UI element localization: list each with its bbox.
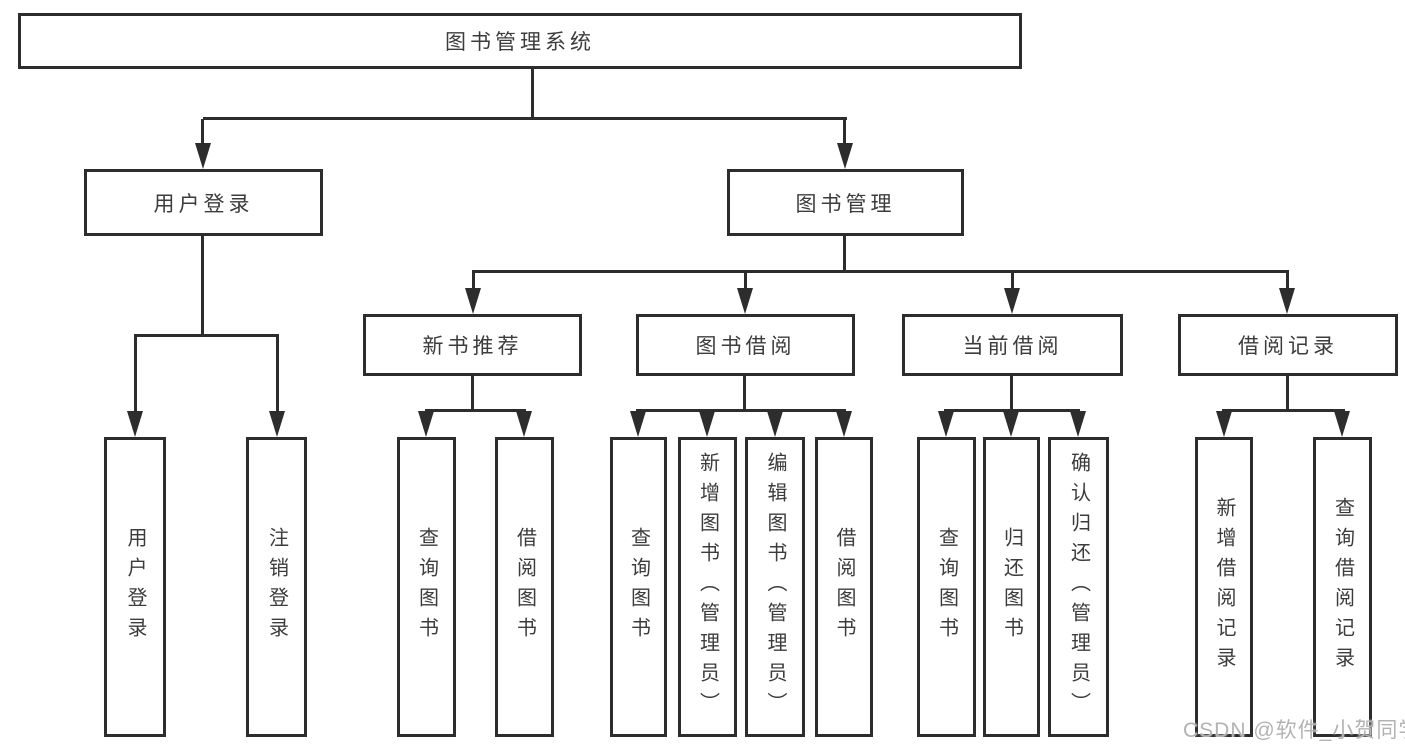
node-borrow-records: 借阅记录 <box>1178 314 1398 376</box>
arrowhead <box>1279 288 1295 314</box>
leaf-confirm-return-admin: 确认归还（管理员） <box>1048 437 1109 737</box>
leaf-borrow-query-books: 查询图书 <box>610 437 667 737</box>
arrowhead <box>127 411 143 437</box>
connector-stub <box>1011 272 1014 290</box>
connector-records-rail <box>1222 409 1345 412</box>
node-book-management-label: 图书管理 <box>795 192 896 216</box>
leaf-current-query-books: 查询图书 <box>917 437 976 737</box>
node-user-login: 用户登录 <box>84 169 323 236</box>
node-user-login-label: 用户登录 <box>153 192 254 216</box>
arrowhead <box>767 411 783 437</box>
connector-level3-rail <box>472 270 1289 273</box>
leaf-current-query-books-label: 查询图书 <box>935 527 958 647</box>
leaf-add-books-admin-label: 新增图书（管理员） <box>696 452 719 722</box>
connector-newbooks-drop <box>471 376 474 412</box>
leaf-newbooks-query-books: 查询图书 <box>397 437 456 737</box>
arrowhead <box>699 411 715 437</box>
arrowhead <box>737 288 753 314</box>
node-root-system: 图书管理系统 <box>18 13 1022 69</box>
connector-stub <box>1286 272 1289 290</box>
leaf-query-borrow-record: 查询借阅记录 <box>1313 437 1372 737</box>
connector-stub <box>134 336 137 413</box>
leaf-add-borrow-record: 新增借阅记录 <box>1195 437 1253 737</box>
arrowhead <box>1070 411 1086 437</box>
arrowhead <box>1334 411 1350 437</box>
leaf-newbooks-borrow-books-label: 借阅图书 <box>513 527 536 647</box>
connector-userlogin-drop <box>201 236 204 335</box>
connector-level2-rail <box>203 117 847 120</box>
arrowhead <box>836 411 852 437</box>
arrowhead <box>418 411 434 437</box>
arrowhead <box>1004 288 1020 314</box>
connector-bookborrow-drop <box>743 376 746 412</box>
leaf-query-borrow-record-label: 查询借阅记录 <box>1331 497 1354 677</box>
leaf-borrow-books: 借阅图书 <box>815 437 873 737</box>
connector-stub <box>201 119 204 145</box>
node-book-borrow-label: 图书借阅 <box>695 335 796 358</box>
leaf-confirm-return-admin-label: 确认归还（管理员） <box>1067 452 1090 722</box>
node-new-book-recommend-label: 新书推荐 <box>422 335 523 358</box>
leaf-add-books-admin: 新增图书（管理员） <box>678 437 737 737</box>
arrowhead <box>516 411 532 437</box>
arrowhead <box>1216 411 1232 437</box>
arrowhead <box>195 143 211 169</box>
node-root-label: 图书管理系统 <box>445 31 595 54</box>
leaf-return-books-label: 归还图书 <box>1000 527 1023 647</box>
arrowhead <box>1003 411 1019 437</box>
leaf-return-books: 归还图书 <box>983 437 1040 737</box>
connector-currentborrow-rail <box>944 409 1080 412</box>
leaf-logout-label: 注销登录 <box>265 527 288 647</box>
node-borrow-records-label: 借阅记录 <box>1238 335 1338 358</box>
connector-bookmgmt-drop <box>843 236 846 271</box>
arrowhead <box>465 288 481 314</box>
leaf-newbooks-borrow-books: 借阅图书 <box>495 437 554 737</box>
leaf-logout: 注销登录 <box>246 437 307 737</box>
connector-records-drop <box>1286 376 1289 412</box>
node-current-borrow-label: 当前借阅 <box>962 335 1063 358</box>
leaf-add-borrow-record-label: 新增借阅记录 <box>1213 497 1235 677</box>
node-current-borrow: 当前借阅 <box>902 314 1123 376</box>
connector-stub <box>744 272 747 290</box>
leaf-edit-books-admin-label: 编辑图书（管理员） <box>764 452 786 722</box>
leaf-user-login: 用户登录 <box>104 437 166 737</box>
arrowhead <box>630 411 646 437</box>
arrowhead <box>837 143 853 169</box>
connector-stub <box>276 336 279 413</box>
leaf-newbooks-query-books-label: 查询图书 <box>415 527 438 647</box>
connector-userlogin-rail <box>134 334 279 337</box>
connector-newbooks-rail <box>425 409 526 412</box>
node-book-management: 图书管理 <box>727 169 964 236</box>
connector-stub <box>843 119 846 145</box>
arrowhead <box>269 411 285 437</box>
leaf-borrow-query-books-label: 查询图书 <box>627 527 650 647</box>
connector-stub <box>472 272 475 290</box>
leaf-user-login-label: 用户登录 <box>124 527 146 647</box>
leaf-borrow-books-label: 借阅图书 <box>833 527 855 647</box>
csdn-watermark: CSDN @软件_小贺同学 <box>1183 719 1405 742</box>
connector-root-drop <box>531 69 534 118</box>
connector-currentborrow-drop <box>1010 376 1013 412</box>
node-new-book-recommend: 新书推荐 <box>363 314 582 376</box>
leaf-edit-books-admin: 编辑图书（管理员） <box>745 437 805 737</box>
node-book-borrow: 图书借阅 <box>636 314 855 376</box>
arrowhead <box>938 411 954 437</box>
connector-bookborrow-rail <box>636 409 846 412</box>
